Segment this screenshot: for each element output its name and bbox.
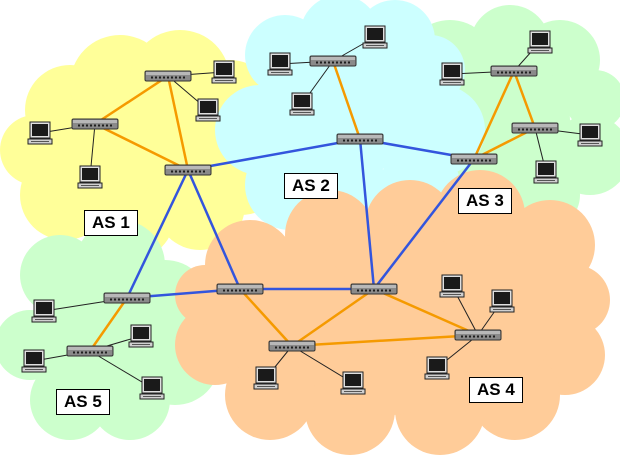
router-icon [71, 118, 119, 130]
intra-as-link [94, 122, 189, 172]
computer-icon [424, 356, 450, 380]
router-icon [66, 345, 114, 357]
computer-icon [253, 366, 279, 390]
as2-label: AS 2 [284, 173, 338, 199]
computer-icon [577, 123, 603, 147]
computer-icon [128, 324, 154, 348]
intra-as-link [512, 70, 537, 129]
inter-as-link [187, 137, 361, 172]
computer-icon [21, 349, 47, 373]
intra-as-links [88, 60, 537, 352]
computer-icon [489, 289, 515, 313]
as5-label: AS 5 [56, 389, 110, 415]
inter-as-link [358, 138, 376, 290]
intra-as-link [94, 74, 169, 126]
hosts [21, 25, 603, 400]
router-icon [268, 340, 316, 352]
computer-icon [195, 98, 221, 122]
as3-label: AS 3 [458, 188, 512, 214]
as4-label: AS 4 [469, 377, 523, 403]
router-icon [511, 122, 559, 134]
inter-as-link [186, 169, 242, 290]
router-icon [309, 55, 357, 67]
computer-icon [267, 52, 293, 76]
computer-icon [31, 299, 57, 323]
intra-as-link [331, 60, 362, 140]
computer-icon [362, 25, 388, 49]
computer-icon [439, 62, 465, 86]
computer-icon [211, 60, 237, 84]
inter-as-link [125, 169, 190, 299]
router-icon [164, 164, 212, 176]
router-icon [336, 133, 384, 145]
router-icon [144, 70, 192, 82]
router-icon [216, 283, 264, 295]
computer-icon [533, 160, 559, 184]
router-icon [350, 283, 398, 295]
computer-icon [527, 30, 553, 54]
router-icon [490, 65, 538, 77]
router-icon [454, 329, 502, 341]
routers [66, 55, 559, 357]
intra-as-link [291, 287, 375, 348]
computer-icon [27, 121, 53, 145]
router-icon [450, 153, 498, 165]
computer-icon [77, 165, 103, 189]
intra-as-link [239, 288, 293, 347]
as1-label: AS 1 [84, 210, 138, 236]
intra-as-link [472, 70, 516, 160]
intra-as-link [88, 297, 129, 352]
intra-as-link [291, 333, 479, 348]
router-icon [103, 292, 151, 304]
computer-icon [439, 274, 465, 298]
computer-icon [340, 371, 366, 395]
intra-as-link [373, 287, 479, 337]
computer-icon [139, 376, 165, 400]
inter-as-link [373, 158, 475, 290]
intra-as-link [166, 75, 190, 171]
computer-icon [289, 92, 315, 116]
